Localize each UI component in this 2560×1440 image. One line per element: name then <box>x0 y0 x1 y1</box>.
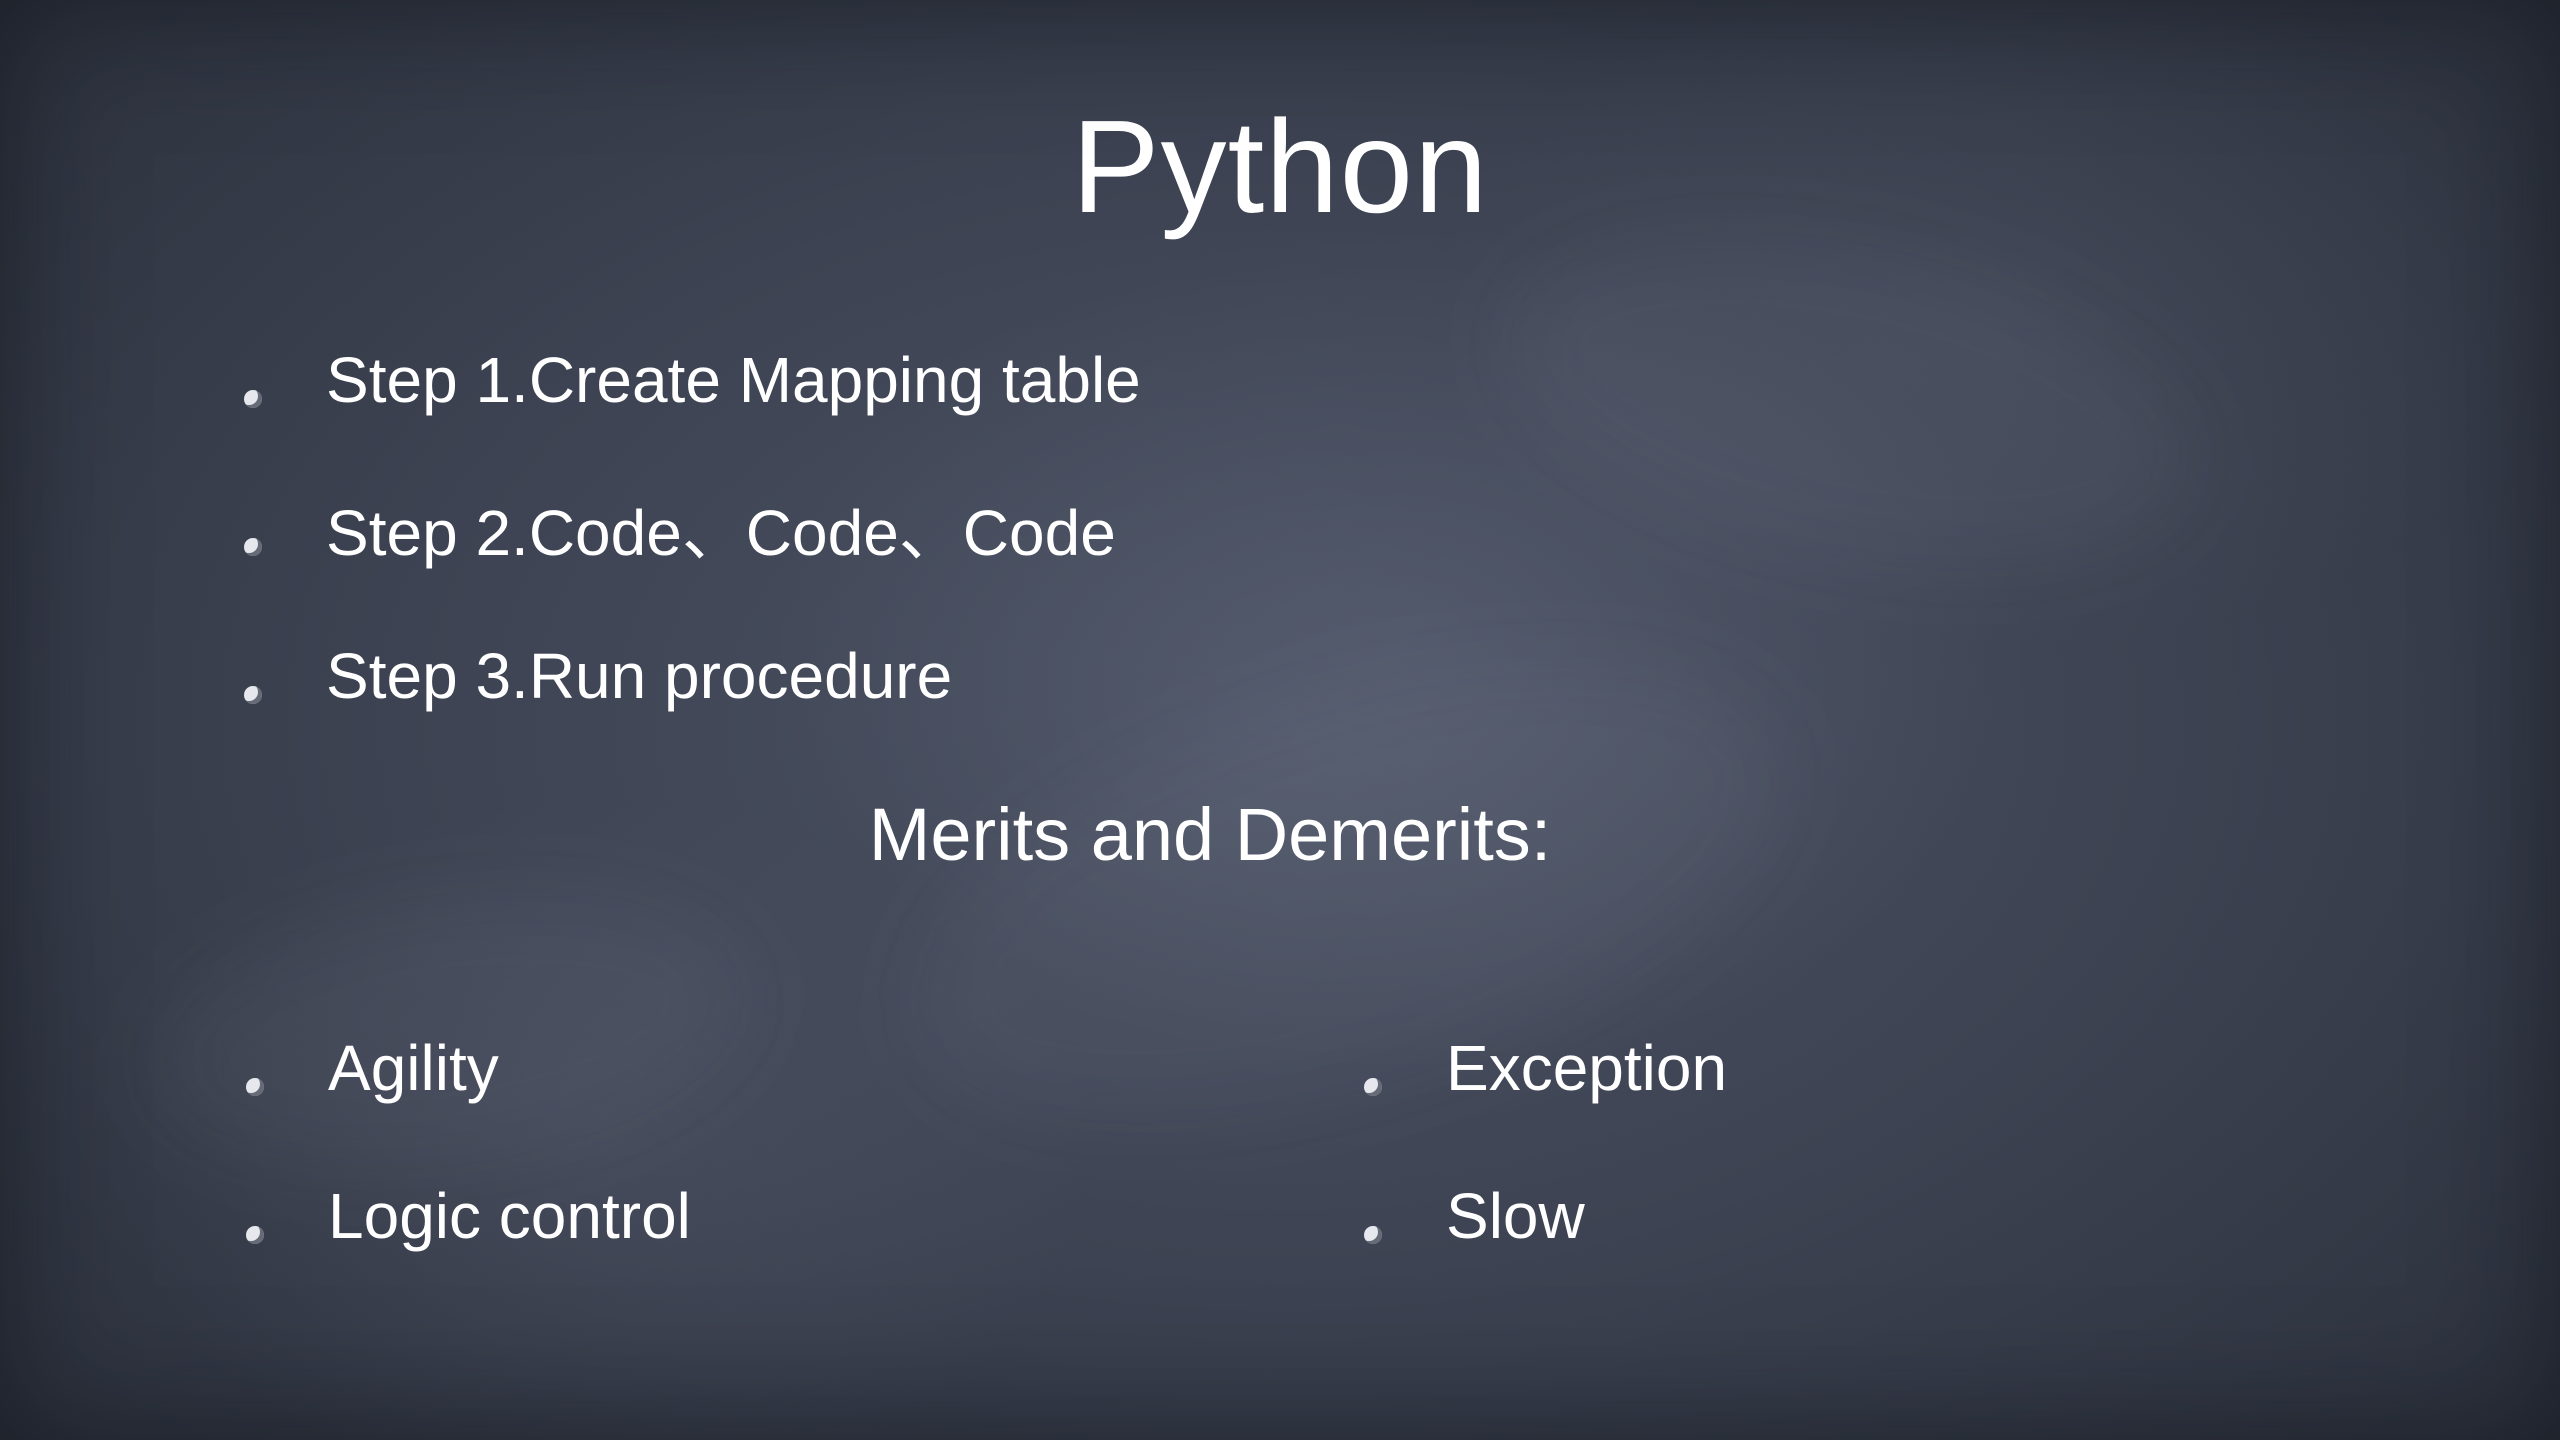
step-label: Step 2.Code、Code、Code <box>326 497 1116 569</box>
list-item: Logic control <box>246 1142 691 1290</box>
bullet-icon <box>244 390 262 408</box>
bullet-icon <box>244 686 262 704</box>
list-item: Step 2.Code、Code、Code <box>244 454 1141 602</box>
slide-title: Python <box>1071 93 1489 240</box>
list-item: Agility <box>246 994 691 1142</box>
bullet-icon <box>244 538 262 556</box>
list-item: Step 1.Create Mapping table <box>244 306 1141 454</box>
demerit-label: Slow <box>1446 1180 1585 1252</box>
bullet-icon <box>1364 1078 1382 1096</box>
demerits-list: Exception Slow <box>1364 994 1727 1290</box>
merits-list: Agility Logic control <box>246 994 691 1290</box>
list-item: Step 3.Run procedure <box>244 602 1141 750</box>
list-item: Slow <box>1364 1142 1727 1290</box>
chalk-smudge <box>1476 180 2224 620</box>
merit-label: Logic control <box>328 1180 691 1252</box>
bullet-icon <box>246 1078 264 1096</box>
list-item: Exception <box>1364 994 1727 1142</box>
section-heading: Merits and Demerits: <box>868 793 1552 876</box>
demerit-label: Exception <box>1446 1032 1728 1104</box>
merit-label: Agility <box>328 1032 499 1104</box>
bullet-icon <box>246 1226 264 1244</box>
bullet-icon <box>1364 1226 1382 1244</box>
step-label: Step 1.Create Mapping table <box>326 344 1141 416</box>
steps-list: Step 1.Create Mapping table Step 2.Code、… <box>244 306 1141 750</box>
step-label: Step 3.Run procedure <box>326 640 953 712</box>
